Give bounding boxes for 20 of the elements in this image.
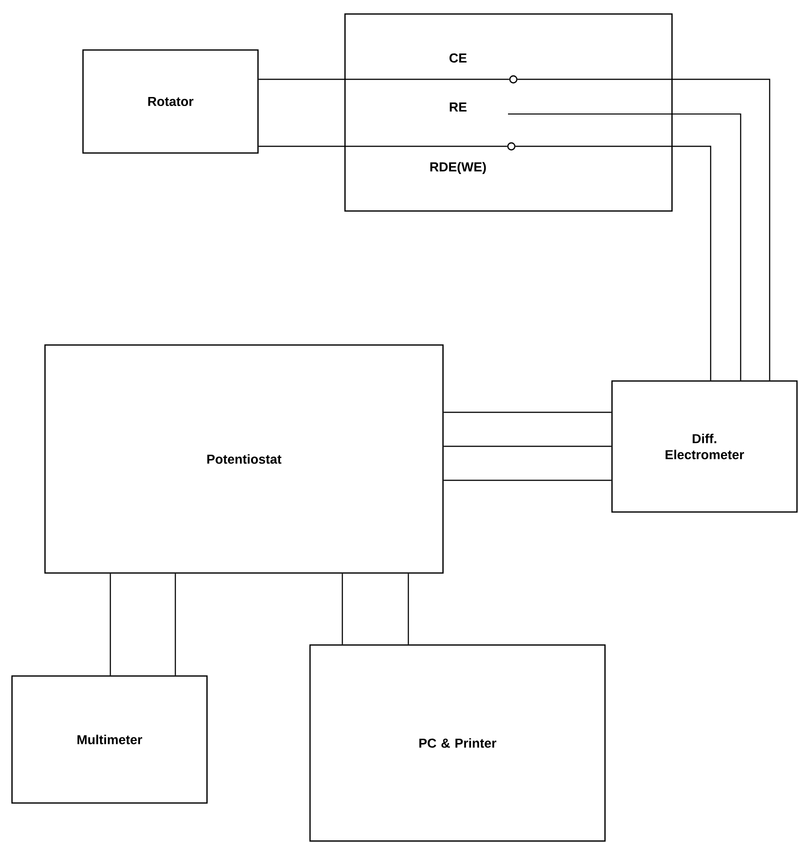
wire bbox=[444, 446, 612, 447]
potentiostat-box: Potentiostat bbox=[44, 344, 444, 574]
cell-box: CE RE RDE(WE) bbox=[344, 13, 673, 212]
multimeter-box: Multimeter bbox=[11, 675, 208, 804]
terminal-circle bbox=[507, 142, 516, 150]
wire bbox=[515, 146, 712, 380]
wire bbox=[110, 574, 111, 676]
wire bbox=[258, 78, 510, 80]
electrometer-box: Diff. Electrometer bbox=[611, 380, 798, 513]
terminal-circle bbox=[509, 75, 518, 84]
wire bbox=[408, 574, 409, 644]
pc-printer-box: PC & Printer bbox=[309, 644, 606, 842]
wire bbox=[258, 146, 508, 147]
wire bbox=[508, 113, 742, 380]
wire bbox=[444, 412, 612, 413]
wire bbox=[517, 78, 770, 380]
wire bbox=[342, 574, 343, 644]
wire bbox=[174, 574, 176, 676]
rotator-box: Rotator bbox=[82, 49, 259, 154]
wire bbox=[444, 480, 612, 481]
